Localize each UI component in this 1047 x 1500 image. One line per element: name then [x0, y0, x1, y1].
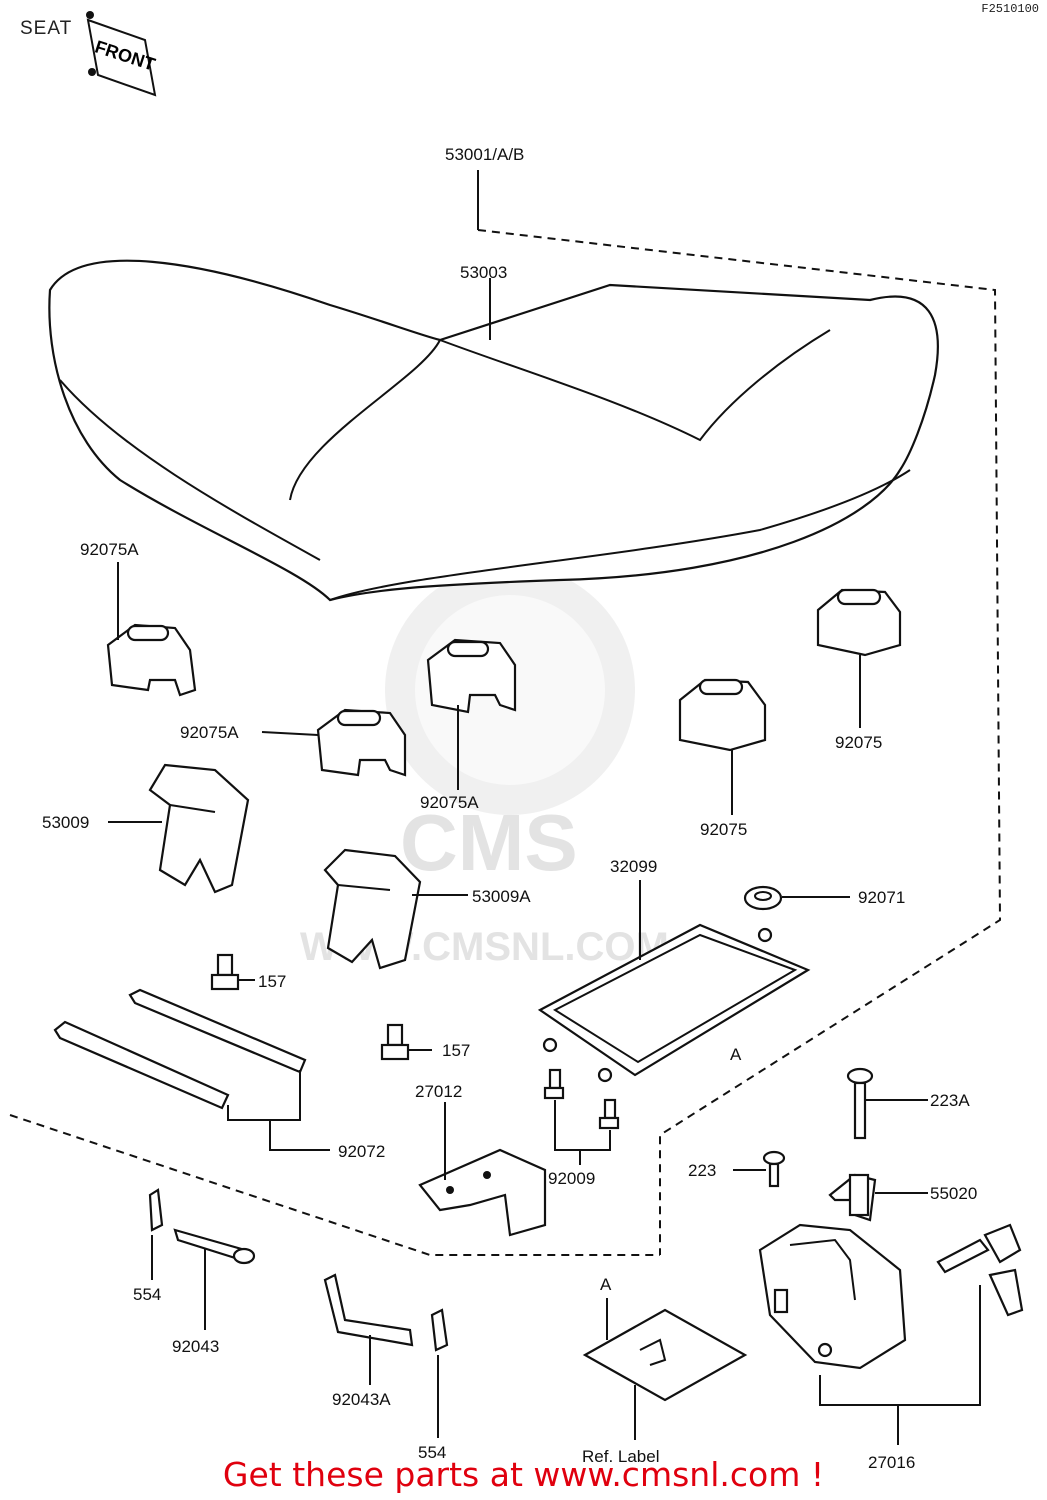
footer-link-text[interactable]: Get these parts at www.cmsnl.com !: [222, 1455, 825, 1494]
label-27012: 27012: [415, 1082, 462, 1101]
label-223: 223: [688, 1161, 716, 1180]
bolt-223: [762, 1150, 786, 1188]
label-92075A-3: 92075A: [420, 793, 479, 812]
bolt-157-1: [210, 953, 240, 991]
seat-assembly: [48, 259, 939, 602]
label-55020: 55020: [930, 1184, 977, 1203]
label-157-2: 157: [442, 1041, 470, 1060]
label-53001: 53001/A/B: [445, 145, 524, 164]
rod-92043A: [323, 1273, 414, 1347]
seat-lock-27016: [758, 1223, 1024, 1370]
front-tag-text: FRONT: [92, 37, 157, 75]
label-223A: 223A: [930, 1091, 970, 1110]
label-ref-label: Ref. Label: [582, 1447, 660, 1466]
band-92072: [53, 988, 307, 1110]
label-92075-2: 92075: [835, 733, 882, 752]
assembly-boundary: [9, 229, 1002, 1256]
screw-92009: [543, 1068, 620, 1130]
cushion-92075A-2: [316, 708, 407, 777]
label-53009: 53009: [42, 813, 89, 832]
tray-32099: [537, 923, 811, 1083]
label-92071: 92071: [858, 888, 905, 907]
label-53003: 53003: [460, 263, 507, 282]
label-32099: 32099: [610, 857, 657, 876]
bolt-223A: [846, 1067, 874, 1140]
cushion-92075A-3: [426, 638, 517, 714]
label-92075A-2: 92075A: [180, 723, 239, 742]
label-53009A: 53009A: [472, 887, 531, 906]
pin-554-1: [148, 1188, 164, 1232]
label-92043A: 92043A: [332, 1390, 391, 1409]
cushion-92075-2: [816, 588, 902, 657]
front-tag: FRONT: [86, 11, 158, 97]
label-554-2: 554: [418, 1443, 446, 1462]
mark-a-1: A: [730, 1045, 742, 1064]
label-92072: 92072: [338, 1142, 385, 1161]
cushion-92075A-1: [106, 623, 197, 697]
diagram-code: F2510100: [981, 2, 1039, 16]
bracket-27012: [418, 1148, 547, 1237]
bracket-53009: [148, 763, 250, 894]
cushion-92075-1: [678, 678, 767, 752]
mark-a-2: A: [600, 1275, 612, 1294]
diagram-title: SEAT: [20, 18, 73, 39]
label-554-1: 554: [133, 1285, 161, 1304]
pin-554-2: [430, 1308, 449, 1352]
label-157-1: 157: [258, 972, 286, 991]
label-92075A-1: 92075A: [80, 540, 139, 559]
rod-92043: [173, 1228, 256, 1265]
grommet-92071: [743, 885, 783, 911]
bracket-53009A: [323, 848, 422, 970]
bolt-157-2: [380, 1023, 410, 1061]
label-92043: 92043: [172, 1337, 219, 1356]
reference-label: [582, 1308, 748, 1402]
catch-55020: [828, 1173, 877, 1222]
label-27016: 27016: [868, 1453, 915, 1472]
watermark-logo: CMS: [400, 798, 578, 887]
label-92009: 92009: [548, 1169, 595, 1188]
label-92075-1: 92075: [700, 820, 747, 839]
